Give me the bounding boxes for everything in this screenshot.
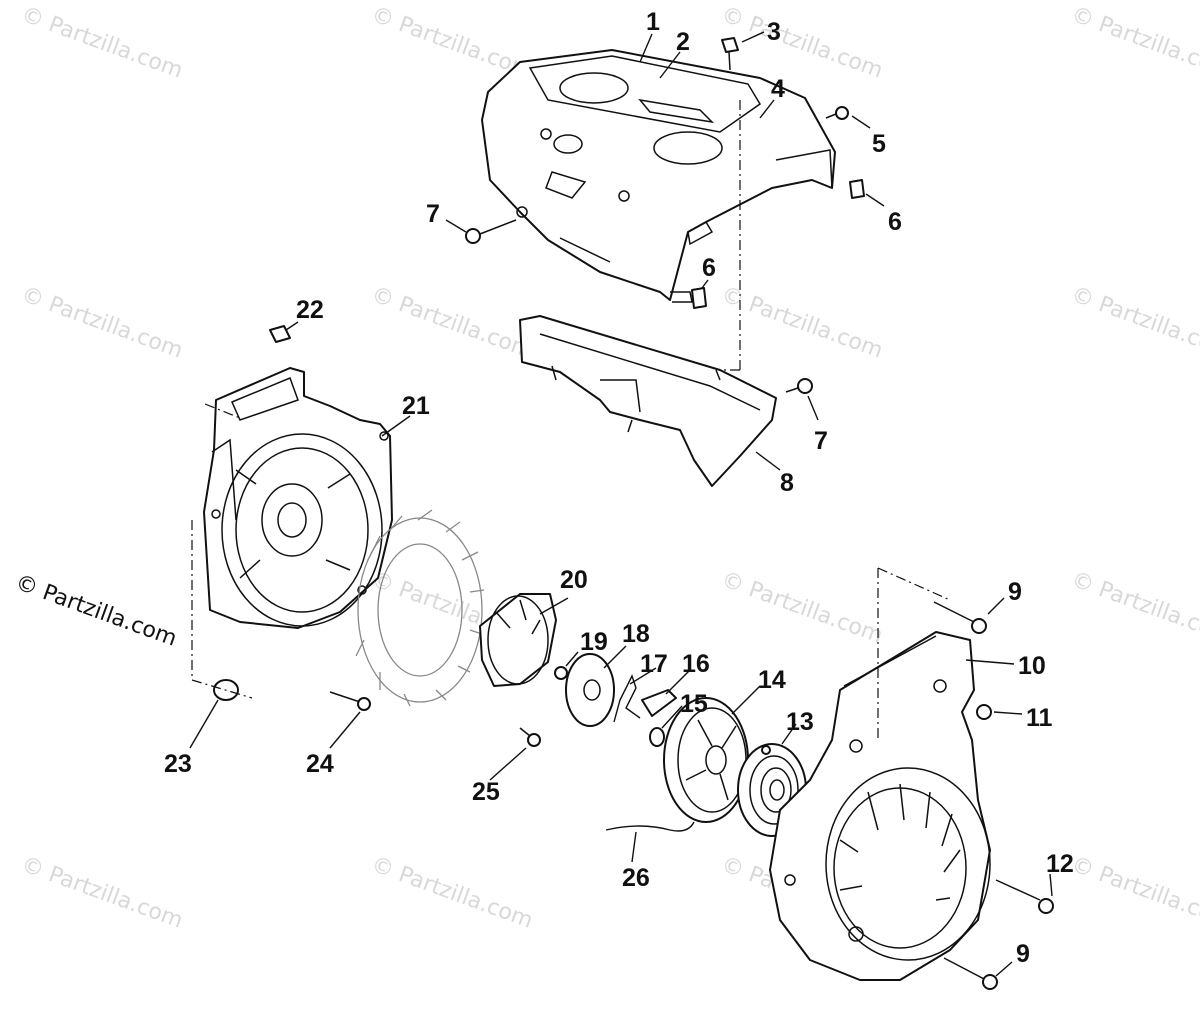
callout-22: 22 [296,296,324,324]
bolt-part-3 [721,37,739,71]
rope-reel-part-14 [663,697,749,823]
dowel-part-22 [269,325,291,343]
callout-3: 3 [767,18,781,46]
callout-2: 2 [676,28,690,56]
starter-cover [769,631,991,981]
rope-part-26 [605,821,695,832]
screw-part-7 [785,378,813,394]
watermark: © Partzilla.com [368,852,536,934]
callout-17: 17 [640,650,668,678]
watermark: © Partzilla.com [1068,852,1200,934]
copyright-credit: © Partzilla.com [12,570,180,652]
callout-25: 25 [472,778,500,806]
screw-part-24 [329,691,371,711]
callout-9: 9 [1008,578,1022,606]
watermark: © Partzilla.com [718,282,886,364]
air-duct [519,315,777,487]
callout-8: 8 [780,469,794,497]
callout-7: 7 [426,200,440,228]
callout-14: 14 [758,666,786,694]
callout-4: 4 [771,75,785,103]
alignment-line [877,567,951,601]
watermark: © Partzilla.com [1068,282,1200,364]
ring-part-15 [649,727,665,747]
bolt-part-9 [943,957,998,990]
screw-part-25 [519,727,541,747]
callout-21: 21 [402,392,430,420]
leader-lines [189,31,1053,977]
callout-7: 7 [814,427,828,455]
callout-9: 9 [1016,940,1030,968]
ratchet-part-16 [641,689,677,717]
callout-20: 20 [560,566,588,594]
watermark: © Partzilla.com [718,567,886,649]
watermark: © Partzilla.com [718,2,886,84]
watermark: © Partzilla.com [368,282,536,364]
callout-16: 16 [682,650,710,678]
clip-part-6 [691,179,865,309]
alignment-line [204,403,241,419]
callout-labels: 1 2 3 4 5 6 6 7 7 8 9 9 10 11 12 13 14 1… [164,8,1074,968]
callout-11: 11 [1026,704,1053,732]
callout-1: 1 [646,8,660,36]
callout-5: 5 [872,130,886,158]
starter-pulley [479,593,557,687]
callout-18: 18 [622,620,650,648]
callout-19: 19 [580,628,608,656]
callout-26: 26 [622,864,650,892]
watermark: © Partzilla.com [18,852,186,934]
callout-6: 6 [702,254,716,282]
callout-6: 6 [888,208,902,236]
screw-part-7 [465,219,517,244]
callout-15: 15 [680,690,708,718]
nut-part-11 [976,704,992,720]
callout-24: 24 [306,750,334,778]
callout-12: 12 [1046,850,1074,878]
fan-housing [203,367,393,629]
upper-shroud [481,49,836,303]
screw-part-5 [825,106,849,120]
callout-10: 10 [1018,652,1046,680]
watermark: © Partzilla.com [1068,567,1200,649]
bolt-part-9 [933,601,987,634]
alignment-line [191,520,253,699]
friction-plate-part-18 [565,653,615,727]
flywheel-fan [355,509,485,707]
watermark: © Partzilla.com [18,282,186,364]
watermark: © Partzilla.com [1068,2,1200,84]
callout-23: 23 [164,750,192,778]
callout-13: 13 [786,708,814,736]
watermark: © Partzilla.com [18,2,186,84]
spring-part-17 [613,674,641,723]
bolt-part-12 [995,879,1054,914]
nut-part-19 [554,666,568,680]
